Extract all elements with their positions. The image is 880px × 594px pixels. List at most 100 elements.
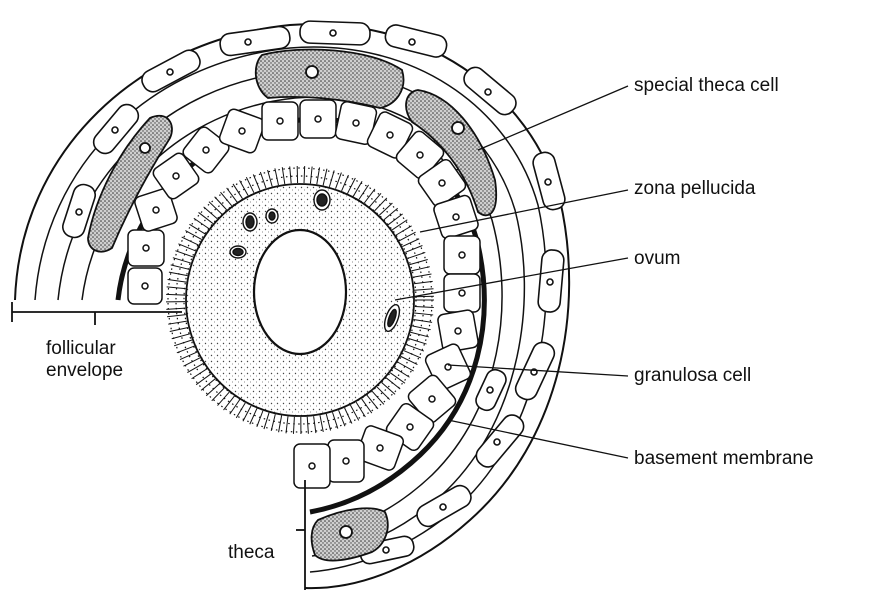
zona-striation <box>236 403 245 418</box>
zona-striation <box>326 414 330 431</box>
zona-striation <box>317 167 320 184</box>
zona-striation <box>290 166 291 183</box>
zona-striation <box>392 220 407 230</box>
label-granulosa-cell: granulosa cell <box>634 365 751 387</box>
zona-striation <box>348 178 356 193</box>
zona-striation <box>260 172 266 188</box>
zona-striation <box>172 334 190 339</box>
zona-striation <box>401 356 418 364</box>
zona-striation <box>286 416 288 433</box>
zona-striation <box>233 184 243 199</box>
zona-striation <box>398 362 414 371</box>
zona-striation <box>174 340 192 346</box>
label-zona-pellucida: zona pellucida <box>634 178 755 200</box>
zona-striation <box>332 412 337 428</box>
zona-striation <box>282 167 285 184</box>
zona-striation <box>187 363 203 372</box>
zona-striation <box>166 308 185 309</box>
zona-striation <box>394 367 410 377</box>
zona-striation <box>185 231 201 240</box>
zona-striation <box>192 369 207 379</box>
zona-striation <box>206 384 219 396</box>
zona-striation <box>209 202 222 214</box>
zona-striation <box>413 320 432 323</box>
zona-striation <box>168 279 187 282</box>
zona-striation <box>230 400 240 414</box>
zona-striation <box>183 358 200 366</box>
label-basement-membrane: basement membrane <box>634 448 814 470</box>
zona-striation <box>412 326 431 330</box>
zona-striation <box>345 408 352 424</box>
zona-striation <box>218 392 230 405</box>
zona-striation <box>379 203 392 215</box>
label-theca: theca <box>228 542 274 564</box>
zona-striation <box>182 237 199 245</box>
zona-striation <box>362 399 372 413</box>
zona-striation <box>415 307 434 308</box>
zona-striation <box>367 395 378 409</box>
zona-striation <box>342 175 349 191</box>
zona-striation <box>329 170 334 186</box>
zona-striation <box>386 378 400 389</box>
zona-striation <box>257 411 263 427</box>
zona-striation <box>196 374 211 385</box>
zona-striation <box>336 173 342 189</box>
zona-striation <box>359 185 369 200</box>
zona-striation <box>169 272 188 276</box>
zona-striation <box>250 408 257 424</box>
zona-striation <box>405 245 422 252</box>
zona-striation <box>320 415 323 432</box>
zona-striation <box>356 402 365 417</box>
zona-striation <box>364 189 375 203</box>
zona-striation <box>268 170 273 186</box>
zona-striation <box>384 208 398 220</box>
zona-striation <box>307 417 308 434</box>
zona-striation <box>375 198 387 211</box>
zona-striation <box>414 313 433 315</box>
zona-striation <box>253 174 260 190</box>
zona-striation <box>189 224 205 234</box>
zona-striation <box>271 414 275 431</box>
label-ovum: ovum <box>634 248 680 270</box>
zona-striation <box>410 259 428 264</box>
zona-striation <box>240 180 249 195</box>
zona-striation <box>167 315 186 317</box>
zona-striation <box>399 232 415 241</box>
label-follicular-line1: follicular <box>46 338 123 360</box>
zona-striation <box>264 413 269 429</box>
zona-striation <box>180 352 197 360</box>
zona-striation <box>304 166 305 183</box>
label-follicular-line2: envelope <box>46 360 123 382</box>
zona-striation <box>396 226 412 235</box>
zona-striation <box>314 416 316 433</box>
label-special-theca-cell: special theca cell <box>634 75 779 97</box>
zona-striation <box>377 387 390 400</box>
zona-striation <box>168 321 187 324</box>
zona-striation <box>414 281 433 283</box>
zona-striation <box>194 218 209 228</box>
zona-striation <box>404 351 421 358</box>
zona-striation <box>415 289 434 290</box>
zona-striation <box>166 294 185 295</box>
zona-striation <box>390 373 405 384</box>
zona-striation <box>220 192 231 206</box>
zona-striation <box>275 168 279 185</box>
zona-striation <box>212 388 225 401</box>
zona-striation <box>175 251 193 257</box>
zona-striation <box>339 410 345 426</box>
zona-striation <box>227 188 237 202</box>
zona-striation <box>215 197 227 210</box>
zona-striation <box>406 345 424 351</box>
label-follicular-envelope: follicular envelope <box>46 338 123 382</box>
zona-striation <box>199 212 213 223</box>
zona-striation <box>293 417 294 434</box>
zona-striation <box>173 258 191 263</box>
zona-striation <box>279 415 282 432</box>
zona-striation <box>382 382 395 394</box>
zona-striation <box>411 267 429 271</box>
zona-striation <box>411 332 429 337</box>
zona-striation <box>310 167 312 184</box>
ovum-nucleus <box>254 230 346 354</box>
zona-striation <box>402 239 419 247</box>
zona-striation <box>323 169 327 186</box>
